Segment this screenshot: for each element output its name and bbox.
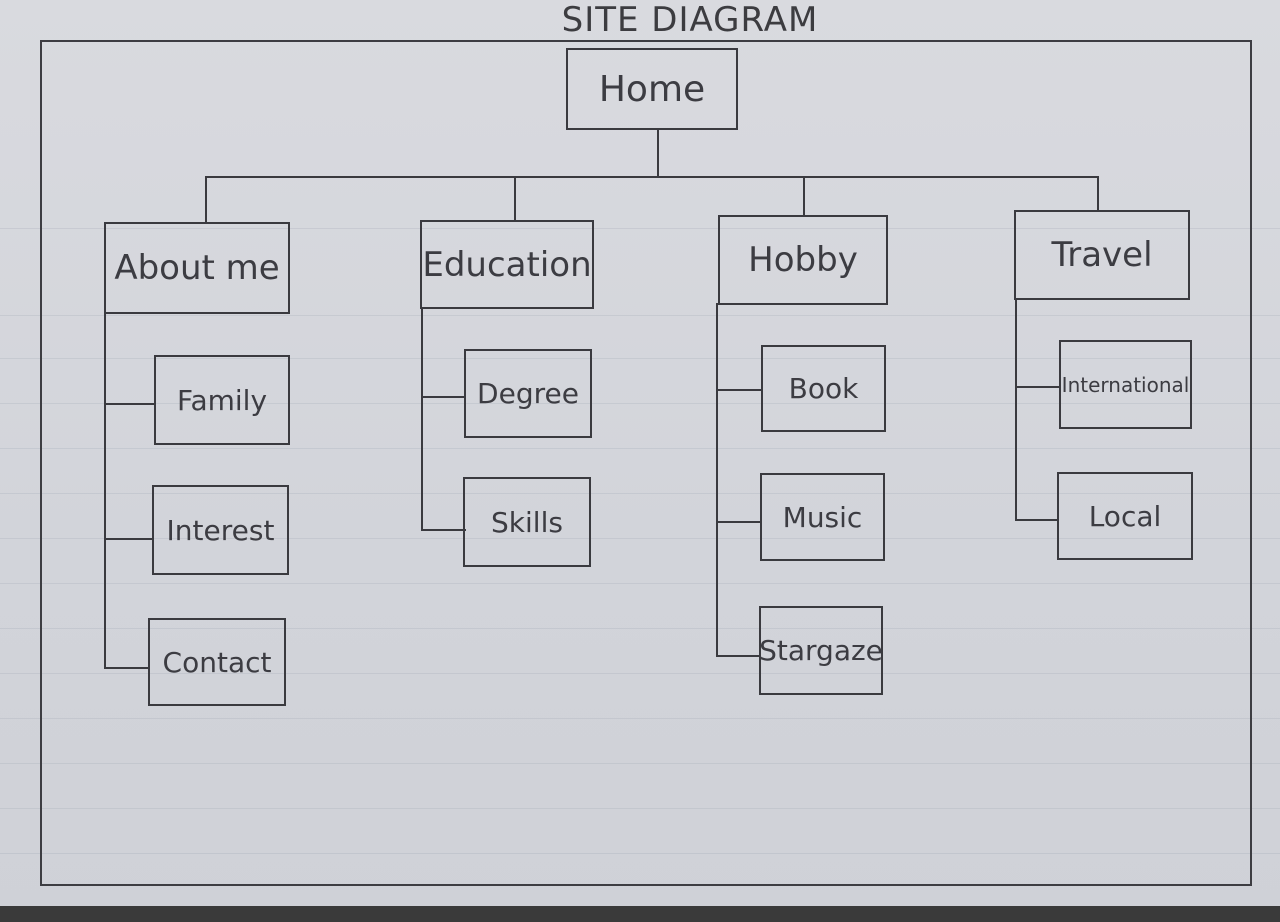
connector xyxy=(104,403,156,405)
node-label: Home xyxy=(598,68,706,110)
node-home: Home xyxy=(566,48,738,130)
connector xyxy=(421,396,466,398)
node-label: Travel xyxy=(1051,235,1153,275)
connector xyxy=(716,655,761,657)
node-travel: Travel xyxy=(1014,210,1190,300)
connector xyxy=(1015,298,1017,521)
connector xyxy=(1015,519,1059,521)
node-label: International xyxy=(1061,372,1190,397)
node-label: Degree xyxy=(477,377,579,410)
connector xyxy=(104,667,150,669)
node-music: Music xyxy=(760,473,885,561)
node-international: International xyxy=(1059,340,1192,429)
connector xyxy=(1015,386,1061,388)
node-stargaze: Stargaze xyxy=(759,606,883,695)
connector xyxy=(205,176,207,224)
node-label: Education xyxy=(422,244,592,285)
diagram-title: SITE DIAGRAM xyxy=(561,0,819,40)
node-label: Interest xyxy=(166,513,275,547)
connector xyxy=(421,529,466,531)
node-about-me: About me xyxy=(104,222,290,314)
node-label: About me xyxy=(114,248,280,288)
node-label: Hobby xyxy=(748,240,858,280)
connector xyxy=(657,128,659,176)
node-label: Contact xyxy=(162,645,272,679)
node-label: Skills xyxy=(491,505,563,539)
connector xyxy=(716,521,762,523)
node-family: Family xyxy=(154,355,290,445)
node-skills: Skills xyxy=(463,477,591,567)
node-label: Book xyxy=(788,372,859,405)
node-education: Education xyxy=(420,220,594,309)
connector xyxy=(716,389,763,391)
connector xyxy=(104,538,154,540)
connector xyxy=(1097,176,1099,212)
connector xyxy=(514,176,516,222)
node-label: Family xyxy=(176,383,268,417)
node-label: Stargaze xyxy=(759,634,883,667)
node-interest: Interest xyxy=(152,485,289,575)
connector xyxy=(803,176,805,216)
node-degree: Degree xyxy=(464,349,592,438)
node-label: Music xyxy=(782,500,863,534)
diagram-frame xyxy=(40,40,1252,886)
node-local: Local xyxy=(1057,472,1193,560)
connector xyxy=(205,176,1099,178)
node-label: Local xyxy=(1088,499,1162,533)
node-hobby: Hobby xyxy=(718,215,888,305)
node-contact: Contact xyxy=(148,618,286,706)
connector xyxy=(104,312,106,668)
connector xyxy=(716,303,718,656)
node-book: Book xyxy=(761,345,886,432)
connector xyxy=(421,307,423,531)
